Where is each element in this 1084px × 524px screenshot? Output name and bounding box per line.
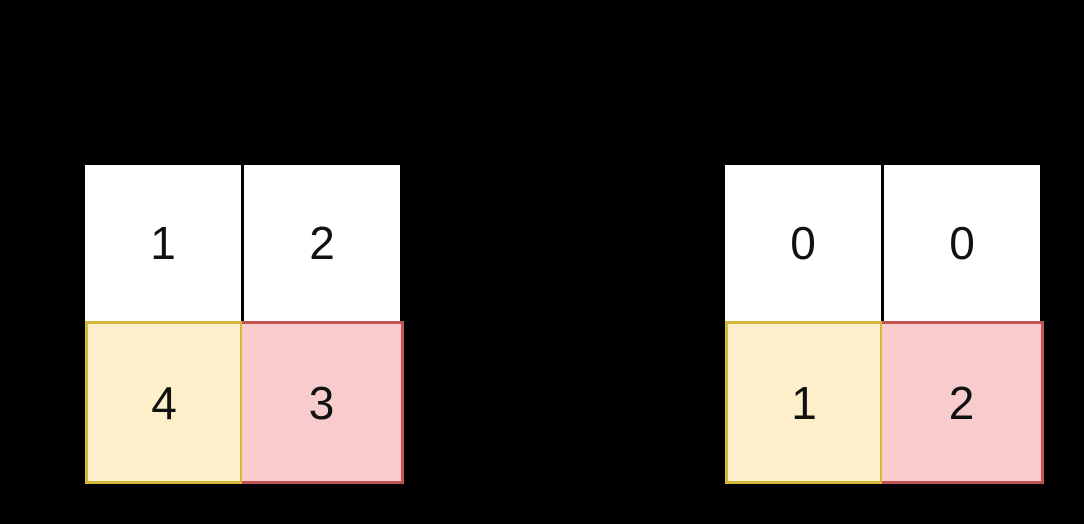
right-grid-cell-r1c0[interactable]: 1: [725, 321, 884, 484]
left-grid-cell-r0c1[interactable]: 2: [244, 165, 400, 321]
right-grid-cell-r0c1[interactable]: 0: [884, 165, 1040, 321]
right-grid-cell-r1c1[interactable]: 2: [882, 321, 1044, 484]
left-grid: 1 2 4 3: [85, 165, 404, 484]
right-grid-cell-r0c0[interactable]: 0: [725, 165, 884, 321]
right-grid: 0 0 1 2: [725, 165, 1044, 484]
right-grid-top-row: 0 0: [725, 165, 1044, 321]
left-grid-cell-r1c0[interactable]: 4: [85, 321, 244, 484]
left-grid-bottom-row: 4 3: [85, 321, 404, 484]
left-grid-cell-r0c0[interactable]: 1: [85, 165, 244, 321]
left-grid-top-row: 1 2: [85, 165, 404, 321]
right-grid-bottom-row: 1 2: [725, 321, 1044, 484]
left-grid-cell-r1c1[interactable]: 3: [242, 321, 404, 484]
